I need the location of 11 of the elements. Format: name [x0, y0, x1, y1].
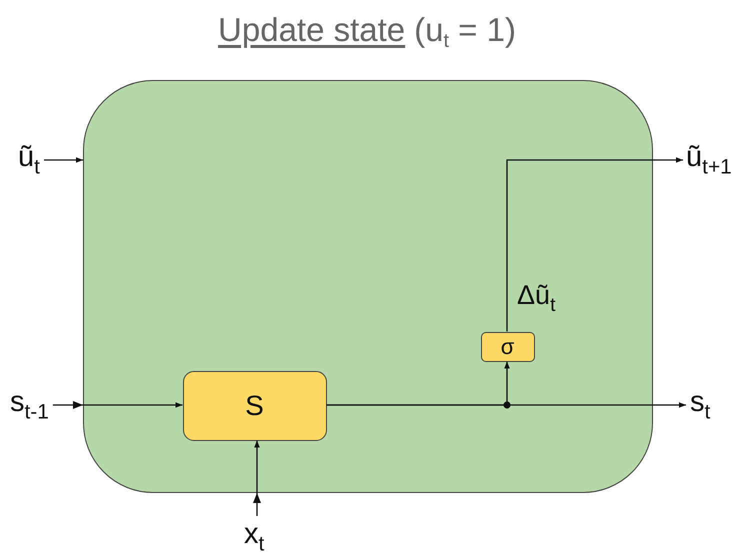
function-box: S	[182, 370, 326, 440]
activation-box: σ	[480, 332, 534, 362]
variable-label: s$_{t}$	[690, 388, 710, 424]
title: Update state	[218, 12, 406, 50]
variable-label: x$_{t}$	[244, 520, 264, 556]
variable-label: s$_{t-1}$	[10, 388, 49, 424]
edge-label: Δũ$_{t}$	[517, 282, 556, 316]
cell-container	[83, 80, 653, 493]
variable-label: ũ$_{t+1}$	[686, 143, 732, 178]
title-condition: (u$_{t}$ = 1)	[414, 12, 516, 53]
variable-label: ũ$_{t}$	[18, 143, 40, 178]
